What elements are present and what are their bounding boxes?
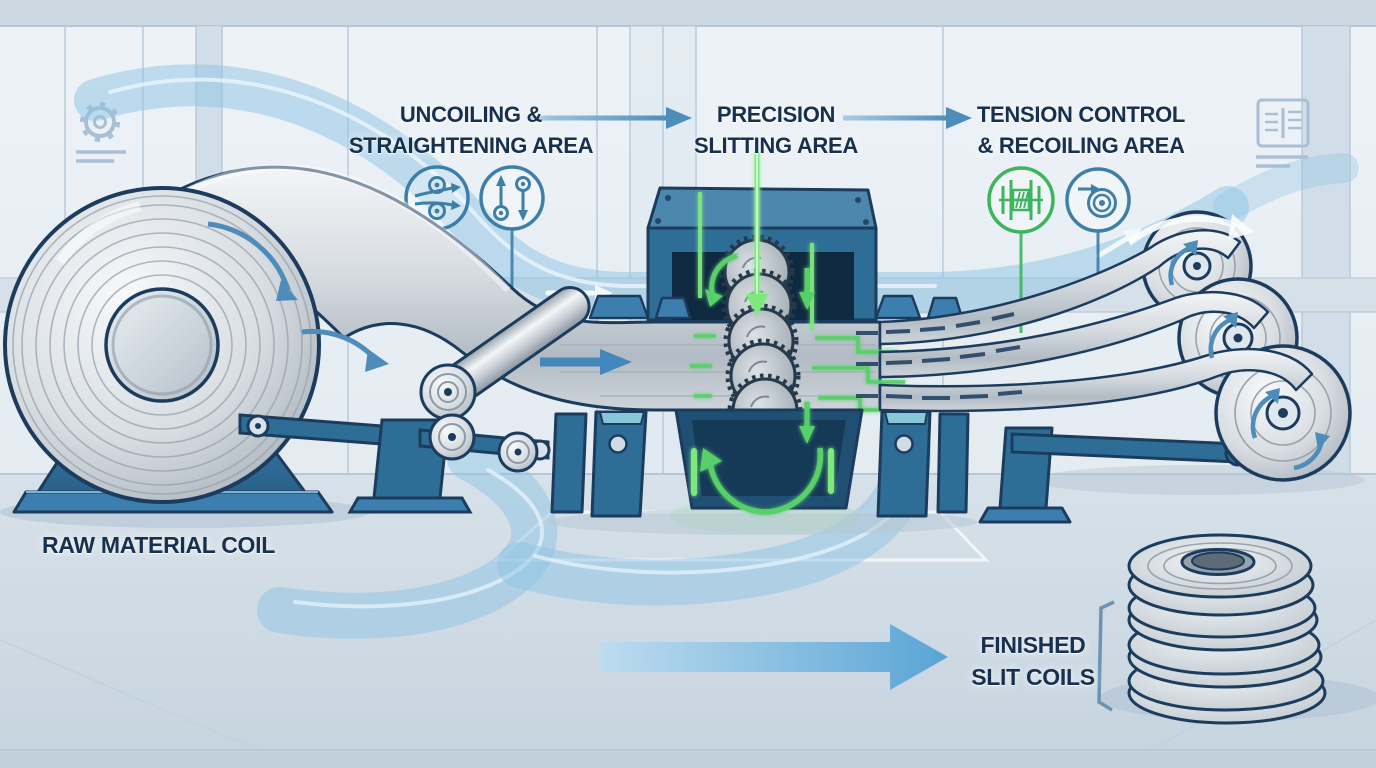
stage-label-tension-line2: & RECOILING AREA (977, 133, 1185, 158)
schematic-icon (1256, 98, 1310, 168)
recoil-rotation-arrows (1168, 240, 1330, 471)
finished-slit-coils-line2: SLIT COILS (971, 664, 1095, 690)
stage-label-slitting-line1: PRECISION (716, 102, 836, 127)
finished-coil-stack (1127, 533, 1327, 725)
stage-label-uncoiling-line1: UNCOILING & (399, 102, 543, 127)
laser-guides (690, 152, 905, 412)
tension-control-icon (987, 166, 1055, 234)
flow-arrow-uncoiling-to-slitting (528, 107, 692, 129)
straightener (347, 286, 591, 514)
roller-gap-adjust-icon (479, 165, 545, 231)
stage-label-slitting: PRECISION SLITTING AREA (658, 99, 894, 161)
recoil-coil-3 (1214, 344, 1352, 482)
roller-end-cap (419, 363, 477, 421)
finished-coils-bracket (1097, 600, 1115, 712)
finished-flow-arrow (600, 624, 948, 690)
stage-label-tension-line1: TENSION CONTROL (976, 102, 1186, 127)
stage-label-tension: TENSION CONTROL & RECOILING AREA (952, 99, 1210, 161)
recoil-flow-arrow (1128, 214, 1254, 245)
steel-strip (158, 164, 882, 412)
strip-direction-arrow (540, 349, 632, 375)
flow-arrow-slitting-to-tension (843, 107, 972, 129)
stage-label-slitting-line2: SLITTING AREA (694, 133, 858, 158)
slit-marks (856, 312, 1023, 400)
finished-slit-coils-line1: FINISHED (980, 632, 1086, 658)
slitter-lower-housing (550, 408, 970, 518)
raw-material-coil-label: RAW MATERIAL COIL (42, 532, 275, 558)
recoiler-icon (1065, 167, 1131, 233)
lower-roller-2 (497, 431, 539, 473)
lower-blade-glow (691, 402, 834, 515)
stage-label-uncoiling: UNCOILING & STRAIGHTENING AREA (338, 99, 604, 161)
stage-label-uncoiling-line2: STRAIGHTENING AREA (348, 133, 594, 158)
gear-icon (76, 102, 126, 163)
lower-roller-1 (428, 413, 476, 461)
finished-slit-coils-label: FINISHED SLIT COILS (948, 629, 1118, 693)
